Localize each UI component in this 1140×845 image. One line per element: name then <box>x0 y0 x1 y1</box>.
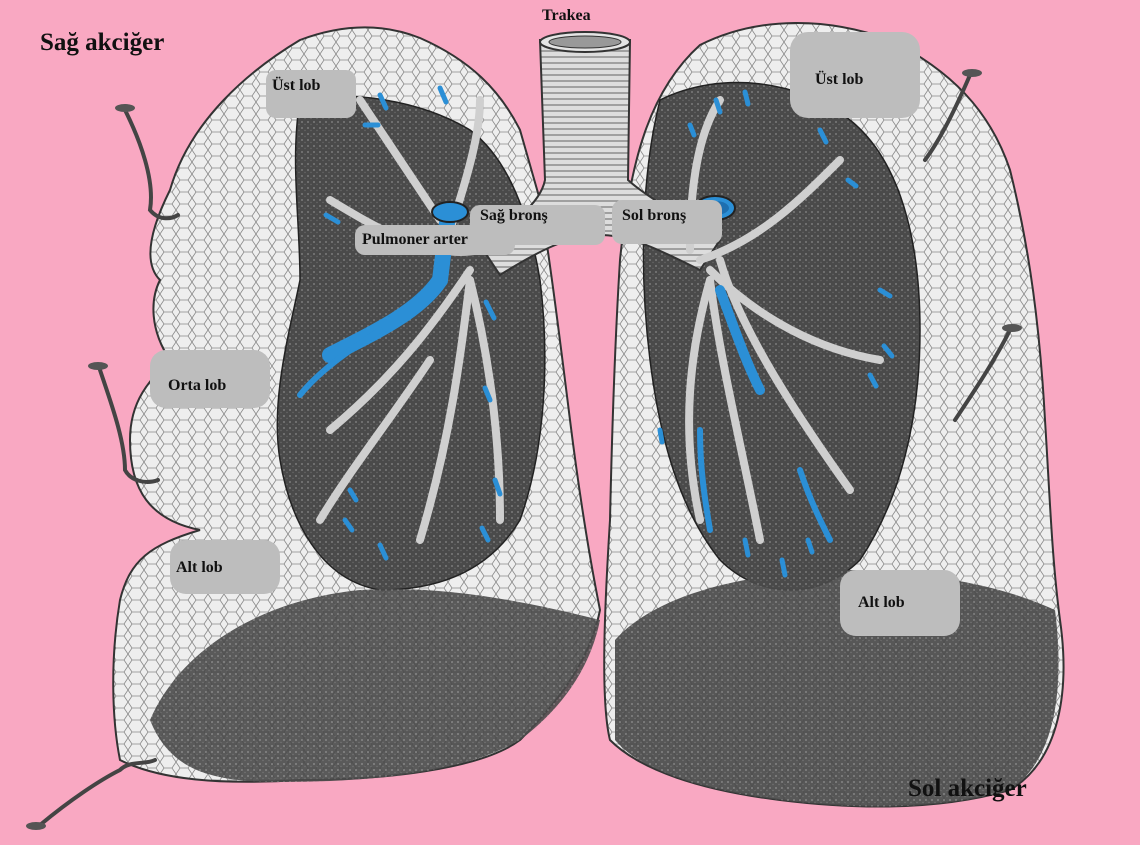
left-lower-lobe-label: Alt lob <box>858 595 905 611</box>
right-lower-lobe-label: Alt lob <box>176 560 223 576</box>
right-lung-label: Sağ akciğer <box>40 30 164 55</box>
right-bronchus-label: Sağ bronş <box>480 208 548 224</box>
left-bronchus-label: Sol bronş <box>622 208 686 224</box>
left-lower-dark <box>615 570 1059 807</box>
right-artery-opening <box>432 202 468 222</box>
trachea-label: Trakea <box>542 8 591 24</box>
middle-lobe-label: Orta lob <box>168 378 226 394</box>
left-upper-lobe-label: Üst lob <box>815 72 863 88</box>
left-lung-label: Sol akciğer <box>908 776 1027 801</box>
right-upper-lobe-label: Üst lob <box>272 78 320 94</box>
pulmonary-artery-label: Pulmoner arter <box>362 232 468 248</box>
trachea-lumen <box>549 36 621 48</box>
